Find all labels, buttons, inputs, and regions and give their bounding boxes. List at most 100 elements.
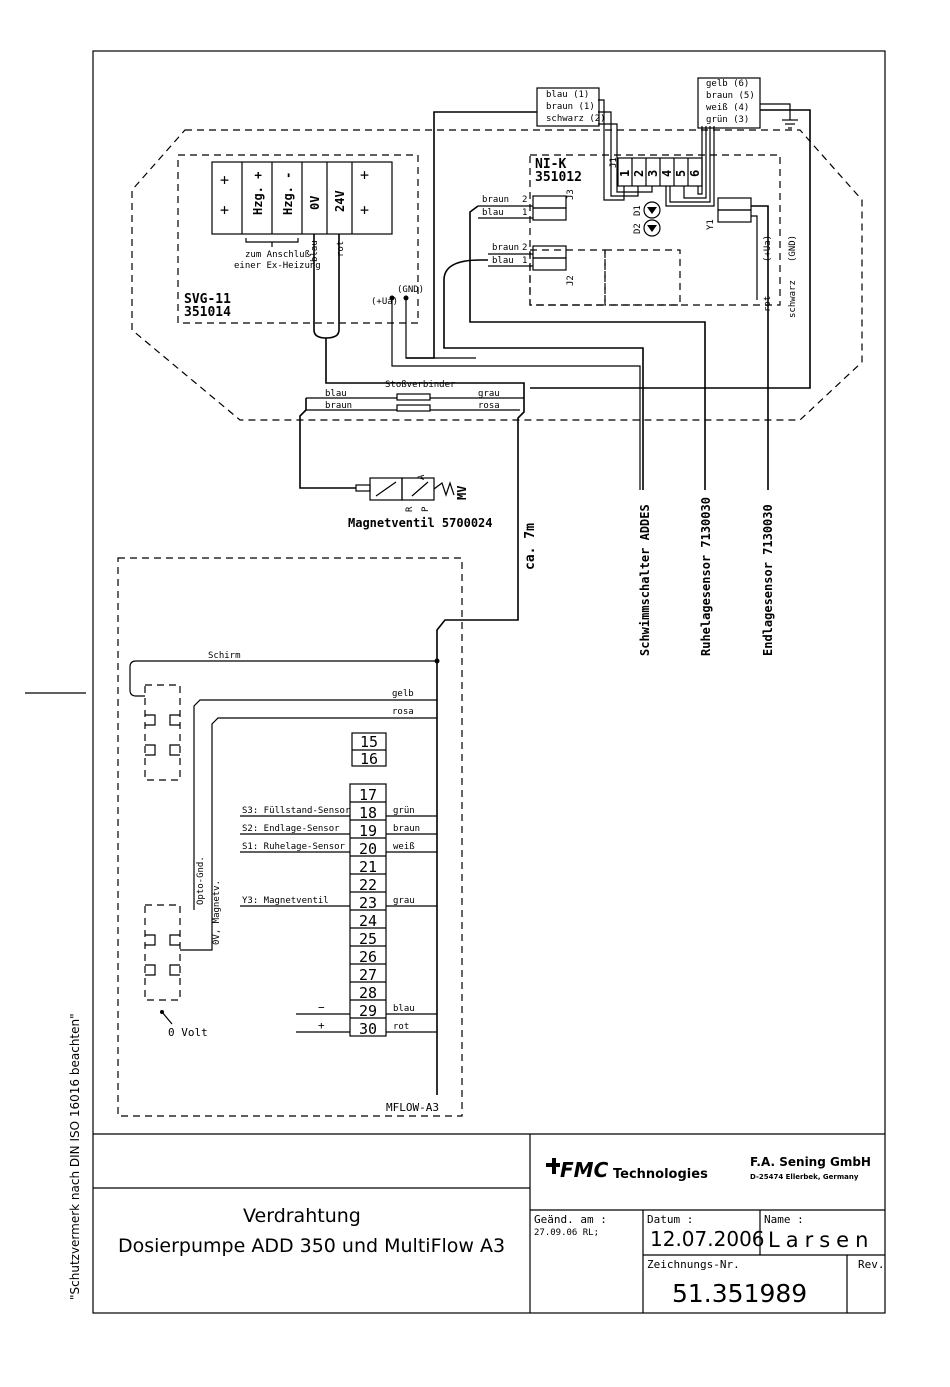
conn1-braun: braun: [482, 195, 509, 205]
terminal-24: 24: [359, 912, 377, 930]
nik-terminal-6: 6: [688, 170, 702, 177]
terminal-20-wire-color: weiß: [393, 842, 415, 852]
valve-p: P: [421, 506, 431, 512]
schirm-junction: [434, 658, 440, 664]
sensor-label-end: Endlagesensor 7130030: [761, 504, 775, 656]
zero-volt-dot: [160, 1010, 164, 1014]
nik-connector-j2-top: [532, 245, 567, 259]
butt-connector-bottom: [396, 404, 431, 412]
drawing-title-line1: Verdrahtung: [243, 1205, 361, 1227]
sensor3-cable: [751, 205, 769, 490]
cable-blau-to-valve: [325, 338, 525, 396]
svg11-cell-hzg-minus: Hzg. -: [281, 172, 295, 215]
svg11-cell-hzg-plus: Hzg. +: [251, 172, 265, 215]
svg11-terminal-strip: [211, 161, 393, 235]
nik-schwarz: schwarz: [788, 280, 798, 318]
mflow-box: [117, 557, 463, 1117]
nik-j1: J1: [609, 157, 619, 168]
terminal-19-function: S2: Endlage-Sensor: [242, 824, 340, 834]
svg11-plus-2: +: [220, 201, 229, 219]
svg11-wire-blau: blau: [310, 240, 320, 262]
mflow-gelb: gelb: [392, 689, 414, 699]
svg11-name: SVG-11: [184, 292, 231, 307]
top-left-wire-2: braun (1): [546, 102, 595, 112]
terminal-15: 15: [360, 733, 378, 751]
gelb-wire: [193, 699, 437, 910]
conn1-pin2: 2: [522, 195, 527, 205]
solenoid-valve-icon: [355, 477, 455, 501]
wire-ua: [391, 298, 641, 490]
svg11-wire-rot: rot: [336, 241, 346, 257]
nik-connector-y1-top: [717, 197, 752, 211]
terminal-26: 26: [359, 948, 377, 966]
fmc-logo-icon: [546, 1158, 560, 1174]
mflow-plug-top: [144, 684, 181, 781]
ground-icon: [782, 119, 798, 129]
conn1-blau: blau: [482, 208, 504, 218]
rosa-wire: [180, 717, 437, 951]
terminal-21: 21: [359, 858, 377, 876]
nik-name: NI-K: [535, 157, 566, 172]
nik-terminal-strip: [617, 157, 703, 187]
mflow-rosa: rosa: [392, 707, 414, 717]
terminal-20: 20: [359, 840, 377, 858]
conn2-braun: braun: [492, 243, 519, 253]
nik-terminal-5: 5: [674, 170, 688, 177]
top-right-wire-2: braun (5): [706, 91, 755, 101]
company-address: D-25474 Ellerbek, Germany: [750, 1173, 859, 1181]
terminal-23: 23: [359, 894, 377, 912]
changed-value: 27.09.06 RL;: [534, 1228, 599, 1238]
top-right-bundle: [697, 77, 761, 129]
connector-right-top: grau: [478, 389, 500, 399]
wire-gnd: [405, 298, 476, 359]
main-cable: [436, 396, 525, 1095]
drawing-title-line2: Dosierpumpe ADD 350 und MultiFlow A3: [118, 1235, 505, 1257]
butt-connector-top: [396, 393, 431, 401]
svg11-ua-label: (+Ua): [371, 297, 398, 307]
nik-connector-j3-bottom: [532, 207, 567, 221]
mflow-opto-gnd: Opto-Gnd.: [196, 856, 206, 905]
top-left-wire-3: schwarz (2): [546, 114, 606, 124]
nik-terminal-3: 3: [646, 170, 660, 177]
valve-mv: MV: [455, 486, 469, 500]
changed-label: Geänd. am :: [534, 1213, 607, 1226]
nik-gnd: (GND): [788, 235, 798, 262]
nik-y1: Y1: [706, 219, 716, 230]
nik-inner-dash-right: [604, 249, 681, 306]
terminal-18-wire-color: grün: [393, 806, 415, 816]
valve-r: R: [405, 506, 415, 512]
name-label: Name :: [764, 1213, 804, 1226]
terminal-16: 16: [360, 750, 378, 768]
zero-volt-leader: [161, 1011, 173, 1025]
mflow-zero-volt: 0 Volt: [168, 1026, 208, 1039]
terminal-19: 19: [359, 822, 377, 840]
conn2-blau: blau: [492, 256, 514, 266]
terminal-20-function: S1: Ruhelage-Sensor: [242, 842, 346, 852]
terminal-25: 25: [359, 930, 377, 948]
cable-length: ca. 7m: [523, 523, 538, 570]
connector-label: Stoßverbinder: [385, 380, 456, 390]
nik-number: 351012: [535, 170, 582, 185]
nik-ua: (+Ua): [763, 235, 773, 262]
top-left-bundle: [536, 87, 600, 127]
svg11-cell-0v: 0V: [308, 196, 322, 210]
heating-brace: [245, 238, 299, 247]
diode-d1-label: D1: [633, 205, 643, 216]
terminal-29: 29: [359, 1002, 377, 1020]
top-right-wire-3: weiß (4): [706, 103, 749, 113]
terminal-18: 18: [359, 804, 377, 822]
terminal-30-wire-color: rot: [393, 1022, 409, 1032]
connector-left-top: blau: [325, 389, 347, 399]
top-right-wires: [665, 126, 715, 207]
top-right-wire-4: grün (3): [706, 115, 749, 125]
sensor-label-rest: Ruhelagesensor 7130030: [699, 497, 713, 656]
diode-d1-icon: [643, 201, 661, 219]
nik-terminal-1: 1: [618, 170, 632, 177]
svg11-cell-24v: 24V: [333, 190, 347, 212]
svg11-number: 351014: [184, 305, 231, 320]
conn2-pin2: 2: [522, 243, 527, 253]
svg11-box: [177, 154, 419, 324]
terminal-19-wire-color: braun: [393, 824, 420, 834]
terminal-28: 28: [359, 984, 377, 1002]
